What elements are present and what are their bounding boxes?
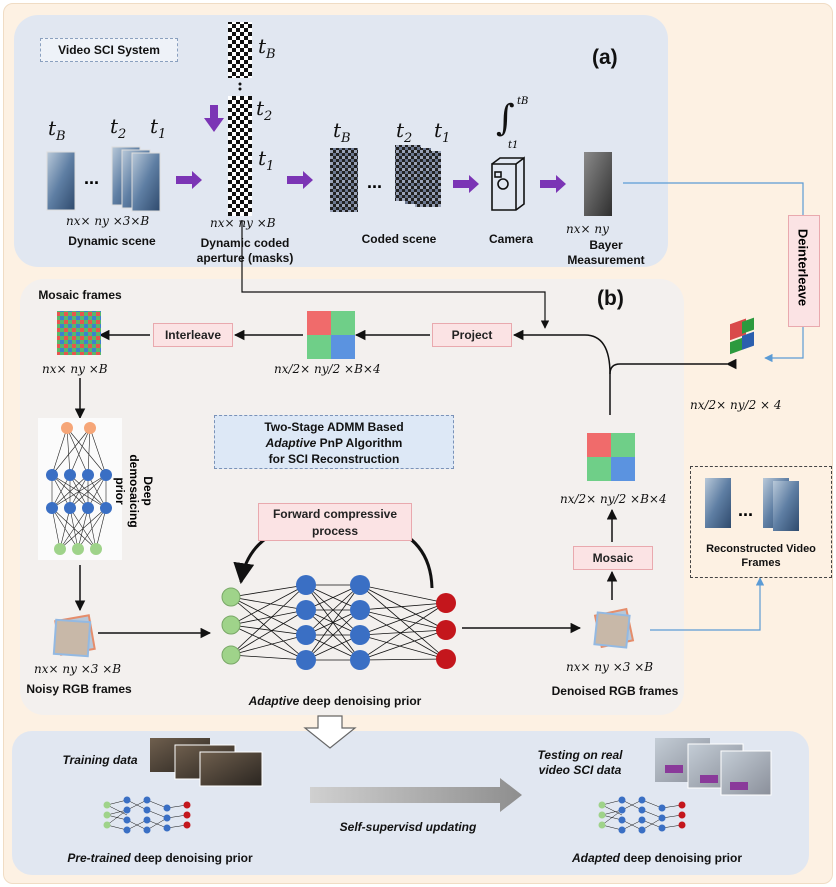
- mosaic-frames-label: Mosaic frames: [38, 288, 122, 302]
- mosaic-frames-image: [57, 311, 101, 355]
- training-data-label: Training data: [62, 753, 138, 767]
- reconstructed-frames-images: [705, 478, 799, 531]
- pretrained-network: [103, 796, 191, 834]
- adaptive-prior-label: Adaptive deep denoising prior: [248, 694, 422, 708]
- integral-symbol: ∫: [496, 98, 515, 139]
- interleave-box: Interleave: [153, 323, 233, 347]
- adaptive-network: [221, 575, 456, 670]
- dims-noisy: nx× ny ×3 ×B: [34, 662, 122, 676]
- down-hollow-arrow: [303, 715, 357, 749]
- time-label-t1-scene: t1: [150, 114, 167, 142]
- video-sci-system-label: Video SCI System: [40, 38, 178, 62]
- deinterleave-label: Deinterleave: [795, 228, 811, 307]
- self-supervised-arrow: [310, 778, 522, 812]
- adapted-prior-label: Adapted deep denoising prior: [571, 851, 742, 865]
- pretrained-prior-label: Pre-trained deep denoising prior: [67, 851, 253, 865]
- ellipsis-scene: ...: [84, 168, 100, 188]
- denoised-quad: [587, 433, 635, 481]
- ellipsis-coded: ...: [367, 172, 383, 192]
- algorithm-line3: for SCI Reconstruction: [268, 452, 400, 466]
- time-label-tb-mask: tB: [258, 34, 276, 62]
- coded-scene: [330, 145, 441, 212]
- denoised-rgb-label: Denoised RGB frames: [551, 684, 679, 698]
- training-images: [150, 738, 263, 787]
- dynamic-scene-images: [46, 146, 161, 212]
- deinterleave-box: [788, 215, 820, 327]
- purple-arrows: [176, 105, 566, 193]
- denoised-rgb-frame: [593, 607, 635, 649]
- camera-icon: [491, 156, 525, 211]
- time-label-t2-scene: t2: [110, 114, 127, 142]
- testing-images: [655, 738, 772, 796]
- time-label-t1-mask: t1: [258, 146, 275, 174]
- integral-lower: t1: [508, 140, 519, 151]
- time-label-t1-coded: t1: [434, 118, 451, 146]
- time-label-t2-coded: t2: [396, 118, 413, 146]
- integral-upper: tB: [517, 96, 529, 107]
- noisy-rgb-label: Noisy RGB frames: [26, 682, 132, 696]
- algorithm-line1: Two-Stage ADMM Based: [264, 420, 404, 434]
- time-label-tb-scene: tB: [48, 116, 66, 144]
- coded-scene-label: Coded scene: [361, 232, 437, 246]
- mosaic-box: Mosaic: [573, 546, 653, 570]
- dims-masks: nx× ny ×B: [210, 216, 276, 230]
- camera-label: Camera: [488, 232, 534, 246]
- dims-deinterleave-out: nx/2× ny/2 × 4: [690, 398, 782, 412]
- reconstructed-frames-box: [690, 466, 832, 578]
- demosaic-network: [38, 418, 122, 560]
- time-label-tb-coded: tB: [333, 118, 351, 146]
- dims-denoised: nx× ny ×3 ×B: [566, 660, 654, 674]
- deinterleaved-quad: [730, 317, 754, 355]
- ellipsis-recon: ...: [738, 500, 754, 520]
- self-supervised-label: Self-supervisd updating: [339, 820, 477, 834]
- dims-interleave-out: nx/2× ny/2 ×B×4: [274, 362, 381, 376]
- dims-mosaic-frames: nx× ny ×B: [42, 362, 108, 376]
- dims-bayer: nx× ny: [566, 222, 609, 236]
- demosaic-prior-label: Deep demosaicing prior: [113, 454, 155, 528]
- noisy-rgb-frame: [52, 614, 96, 658]
- dynamic-scene-label: Dynamic scene: [68, 234, 156, 248]
- adapted-network: [598, 796, 686, 834]
- mask-strips: [228, 22, 252, 216]
- time-label-t2-mask: t2: [256, 96, 273, 124]
- algorithm-line2: Adaptive PnP Algorithm: [265, 436, 403, 450]
- dims-denoised-quad: nx/2× ny/2 ×B×4: [560, 492, 667, 506]
- bayer-image: [584, 152, 612, 216]
- dims-scene: nx× ny ×3×B: [66, 214, 150, 228]
- algorithm-box: Two-Stage ADMM Based Adaptive PnP Algori…: [214, 415, 454, 469]
- panel-b-tag: (b): [597, 287, 624, 310]
- panel-a-tag: (a): [592, 46, 618, 69]
- project-box: Project: [432, 323, 512, 347]
- interleave-quad: [307, 311, 355, 359]
